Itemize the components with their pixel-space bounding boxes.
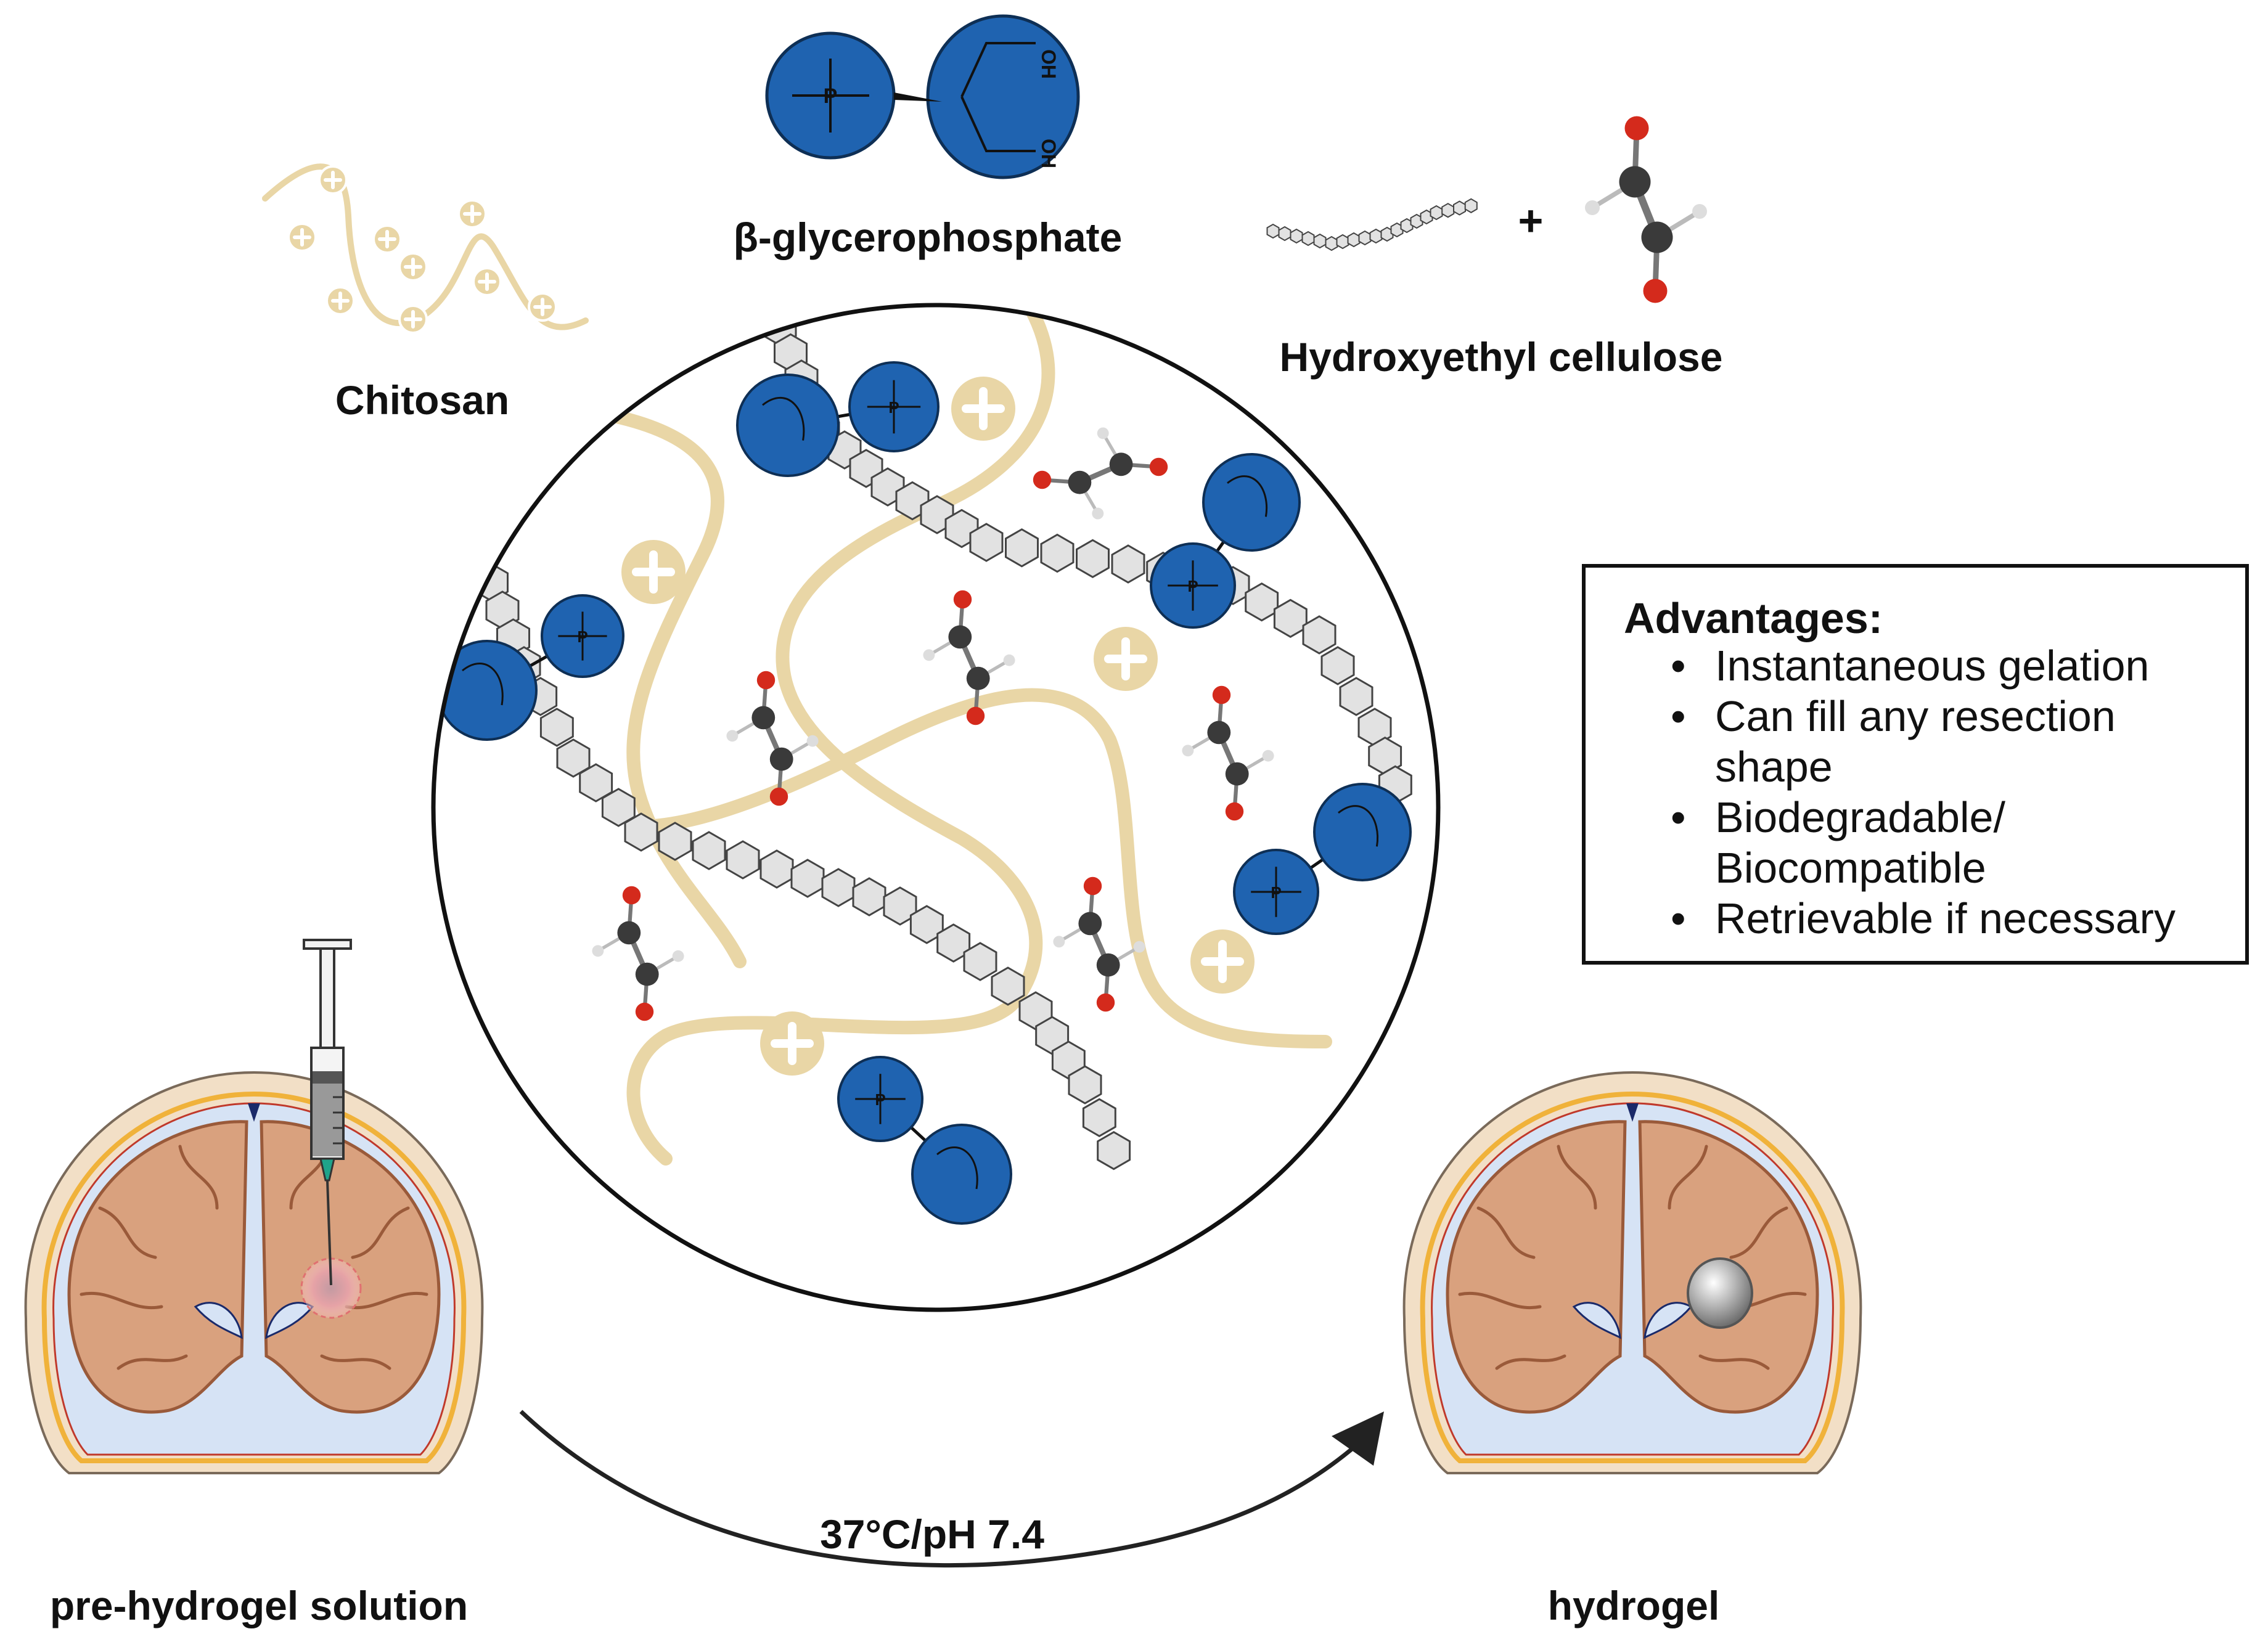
- cellulose-unit: [991, 966, 1025, 1006]
- advantages-title: Advantages:: [1624, 594, 1883, 642]
- hydroxyl-label: OH: [1038, 139, 1060, 168]
- brain-hemisphere-left: [67, 1120, 248, 1414]
- phosphorus-atom-label: P: [577, 627, 587, 646]
- cellulose-unit: [852, 877, 886, 917]
- positive-charges: [621, 377, 1255, 1076]
- beta-glycerophosphate-molecule: P OH OH: [765, 14, 1080, 179]
- phosphorus-atom-label: P: [875, 1090, 885, 1109]
- condition-label: 37°C/pH 7.4: [820, 1511, 1044, 1557]
- plus-sign: +: [1518, 197, 1544, 245]
- advantage-item: Can fill any resection shape: [1586, 691, 2221, 792]
- cellulose-unit: [909, 905, 944, 944]
- glyoxal-molecule: [726, 671, 819, 806]
- hydrogel-implant: [1687, 1257, 1753, 1329]
- cellulose-unit: [1301, 231, 1315, 247]
- glycerophosphate-pair: P: [436, 594, 624, 741]
- cellulose-unit: [963, 942, 997, 981]
- cellulose-unit: [1097, 1130, 1131, 1170]
- brain-cross-section-right: [1402, 1071, 1862, 1474]
- glyoxal-molecule: [1033, 427, 1168, 520]
- cellulose-unit: [1111, 544, 1145, 584]
- cellulose-unit: [1358, 230, 1372, 246]
- cellulose-unit: [790, 859, 825, 898]
- magnified-hydrogel-network: P P P P P: [431, 303, 1441, 1312]
- cellulose-unit: [601, 788, 636, 827]
- cellulose-unit: [1336, 234, 1349, 250]
- glyoxal-molecule: [1182, 685, 1274, 821]
- glyoxal-molecule: [923, 590, 1015, 725]
- advantage-item: Biodegradable/ Biocompatible: [1586, 792, 2221, 893]
- cellulose-unit: [1347, 232, 1361, 248]
- cellulose-unit: [624, 812, 658, 852]
- cellulose-unit: [1339, 677, 1373, 716]
- cellulose-unit: [579, 763, 613, 803]
- cellulose-unit: [726, 840, 760, 880]
- cellulose-unit: [556, 738, 591, 778]
- brain-cross-section-left: [24, 1071, 484, 1474]
- cellulose-unit: [821, 868, 856, 907]
- glycerophosphate-pair: P: [1150, 453, 1301, 629]
- advantage-item: Retrievable if necessary: [1586, 893, 2221, 944]
- beta-glycerophosphate-label: β-glycerophosphate: [734, 214, 1123, 260]
- cellulose-unit: [658, 822, 692, 861]
- pre-hydrogel-label: pre-hydrogel solution: [50, 1583, 468, 1628]
- cellulose-unit: [1005, 528, 1039, 568]
- cellulose-unit: [1245, 582, 1279, 622]
- hydroxyl-label: OH: [1038, 49, 1060, 79]
- cellulose-unit: [1040, 533, 1075, 573]
- phosphorus-atom-label: P: [1187, 577, 1198, 595]
- cellulose-unit: [1320, 646, 1355, 685]
- gelation-arrow: [519, 1410, 1384, 1568]
- glycerophosphate-pair: P: [736, 361, 940, 477]
- phosphorus-atom-label: P: [888, 398, 899, 417]
- glycerophosphate-pair: P: [837, 1056, 1012, 1225]
- glycerophosphate-molecules: P P P P P: [436, 361, 1412, 1225]
- phosphorus-atom-label: P: [1271, 883, 1281, 902]
- brain-hemisphere-left: [1446, 1120, 1627, 1414]
- cellulose-unit: [539, 708, 574, 747]
- chitosan-label: Chitosan: [335, 377, 509, 423]
- glyoxal-molecules: [592, 427, 1274, 1021]
- advantages-box: Advantages: Instantaneous gelation Can f…: [1582, 564, 2249, 965]
- glycerophosphate-pair: P: [1233, 783, 1412, 935]
- cellulose-unit: [1313, 233, 1327, 249]
- cellulose-unit: [1453, 200, 1466, 216]
- cellulose-unit: [1441, 203, 1455, 218]
- phosphorus-atom-label: P: [824, 84, 838, 108]
- cellulose-chain-small: [1266, 198, 1478, 251]
- cellulose-unit: [1068, 1065, 1102, 1105]
- cellulose-unit: [1076, 539, 1110, 579]
- advantage-item: Instantaneous gelation: [1586, 640, 2221, 691]
- cellulose-unit: [1290, 228, 1303, 244]
- glyoxal-molecule: [592, 886, 684, 1021]
- cellulose-unit: [692, 831, 726, 870]
- cellulose-unit: [1082, 1098, 1116, 1138]
- cellulose-unit: [1273, 598, 1308, 639]
- cellulose-unit: [1464, 198, 1478, 213]
- syringe-icon: [303, 939, 352, 1286]
- chitosan-strand: [262, 163, 589, 334]
- cellulose-unit: [1266, 223, 1280, 239]
- advantages-list: Instantaneous gelation Can fill any rese…: [1586, 640, 2221, 944]
- cellulose-unit: [969, 523, 1004, 562]
- glyoxal-molecule: [1053, 876, 1145, 1012]
- cellulose-unit: [1325, 235, 1338, 251]
- hydrogel-label: hydrogel: [1548, 1583, 1720, 1628]
- glyoxal-molecule-top: [1585, 116, 1707, 303]
- cellulose-unit: [883, 886, 917, 926]
- cellulose-unit: [1430, 205, 1443, 221]
- cellulose-unit: [1278, 226, 1292, 242]
- cellulose-unit: [1302, 615, 1337, 655]
- hydroxyethyl-cellulose-label: Hydroxyethyl cellulose: [1280, 334, 1723, 380]
- cellulose-unit: [1369, 228, 1383, 244]
- cellulose-unit: [936, 923, 971, 963]
- cellulose-unit: [759, 849, 794, 889]
